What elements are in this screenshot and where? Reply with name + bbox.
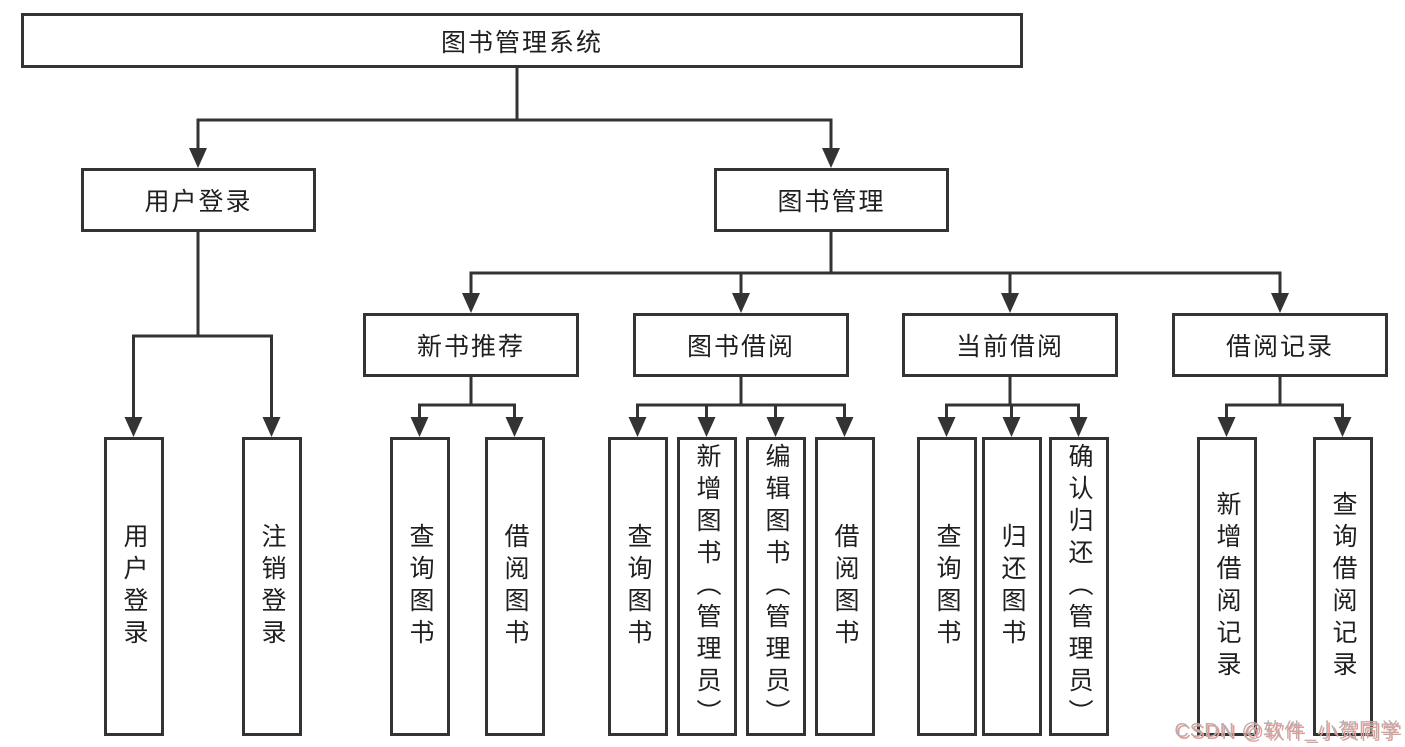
leaf-label: 确认归还（管理员） — [1065, 442, 1093, 731]
leaf-borrow-books: 借阅图书 — [815, 437, 875, 736]
leaf-label: 新增图书（管理员） — [693, 442, 721, 731]
csdn-watermark: CSDN @软件_小贺同学 — [1174, 720, 1401, 742]
leaf-label: 注销登录 — [258, 522, 286, 651]
node-user-login: 用户登录 — [81, 168, 316, 232]
leaf-label: 借阅图书 — [831, 522, 859, 651]
node-book-management: 图书管理 — [714, 168, 949, 232]
leaf-label: 查询借阅记录 — [1329, 490, 1357, 683]
leaf-add-borrow-record: 新增借阅记录 — [1197, 437, 1257, 736]
node-library-system: 图书管理系统 — [21, 13, 1023, 68]
node-borrow-records: 借阅记录 — [1172, 313, 1388, 377]
leaf-label: 查询图书 — [624, 522, 652, 651]
leaf-label: 查询图书 — [406, 522, 434, 651]
leaf-query-borrow-record: 查询借阅记录 — [1313, 437, 1373, 736]
leaf-borrow-books: 借阅图书 — [485, 437, 545, 736]
node-book-borrow: 图书借阅 — [633, 313, 849, 377]
leaf-label: 归还图书 — [998, 522, 1026, 651]
leaf-user-login: 用户登录 — [104, 437, 164, 736]
node-new-book-recommend: 新书推荐 — [363, 313, 579, 377]
leaf-query-books: 查询图书 — [917, 437, 977, 736]
leaf-label: 借阅图书 — [501, 522, 529, 651]
node-current-borrow: 当前借阅 — [902, 313, 1118, 377]
leaf-edit-books-admin: 编辑图书（管理员） — [746, 437, 806, 736]
leaf-query-books: 查询图书 — [390, 437, 450, 736]
leaf-label: 新增借阅记录 — [1213, 490, 1241, 683]
leaf-label: 编辑图书（管理员） — [762, 442, 790, 731]
leaf-query-books: 查询图书 — [608, 437, 668, 736]
leaf-return-books: 归还图书 — [982, 437, 1042, 736]
leaf-confirm-return-admin: 确认归还（管理员） — [1049, 437, 1109, 736]
leaf-logout: 注销登录 — [242, 437, 302, 736]
leaf-add-books-admin: 新增图书（管理员） — [677, 437, 737, 736]
leaf-label: 用户登录 — [120, 522, 148, 651]
leaf-label: 查询图书 — [933, 522, 961, 651]
